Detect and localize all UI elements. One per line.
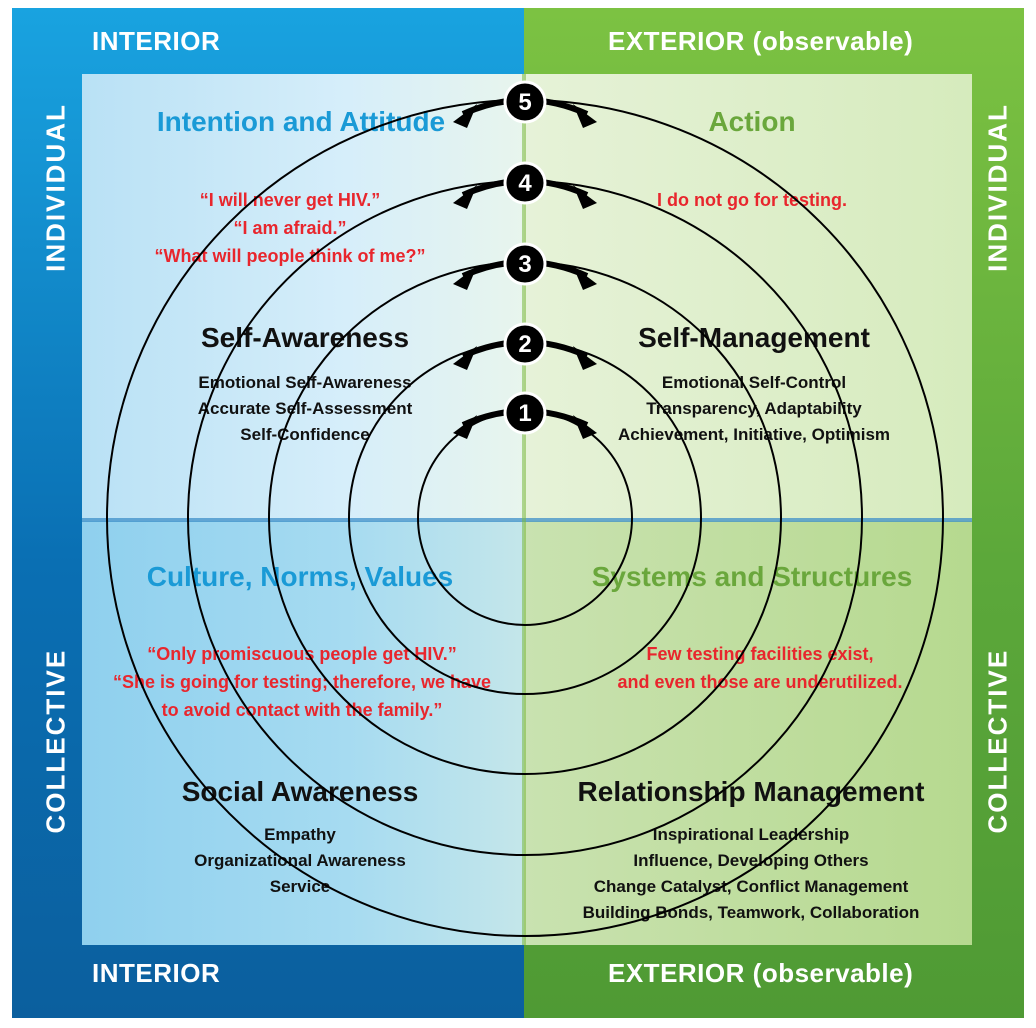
competency-item: Inspirational Leadership [652, 825, 850, 844]
quadrant-individual-exterior [524, 74, 972, 521]
competency-list-self-awareness: Emotional Self-Awareness Accurate Self-A… [150, 370, 460, 448]
competency-item: Emotional Self-Control [661, 373, 847, 392]
competency-item: Influence, Developing Others [633, 851, 869, 870]
competency-item: Emotional Self-Awareness [198, 373, 412, 392]
quote-line: Few testing facilities exist, [646, 644, 874, 664]
header-bottom-interior: INTERIOR [92, 958, 221, 988]
quote-list-action: I do not go for testing. [602, 186, 902, 214]
quote-line: “Only promiscuous people get HIV.” [147, 644, 457, 664]
quadrant-collective-interior [82, 521, 524, 945]
competency-item: Building Bonds, Teamwork, Collaboration [582, 903, 920, 922]
ring-number-3: 3 [518, 251, 531, 278]
competency-item: Transparency, Adaptability [646, 399, 862, 418]
quote-line: to avoid contact with the family.” [161, 700, 443, 720]
quadrant-title-action: Action [708, 106, 796, 137]
ring-5 [106, 99, 944, 937]
competency-item: Service [269, 877, 331, 896]
header-top-exterior: EXTERIOR (observable) [608, 26, 913, 57]
quadrant-title-intention: Intention and Attitude [156, 106, 446, 137]
competency-item: Achievement, Initiative, Optimism [617, 425, 891, 444]
header-top-exterior-label: EXTERIOR [608, 26, 745, 56]
ring-number-4: 4 [518, 170, 532, 197]
ring-number-1: 1 [518, 400, 531, 427]
ring-arrow-1: 1 [453, 391, 597, 439]
header-bottom-exterior-sub: (observable) [752, 958, 914, 988]
competency-item: Empathy [264, 825, 336, 844]
quadrant-individual-interior [82, 74, 524, 521]
ring-1 [417, 410, 633, 626]
vertical-divider [522, 74, 526, 945]
quote-list-systems: Few testing facilities exist, and even t… [590, 640, 930, 696]
quote-line: and even those are underutilized. [617, 672, 903, 692]
competency-list-relationship-management: Inspirational Leadership Influence, Deve… [546, 822, 956, 926]
competency-title-social-awareness: Social Awareness [181, 776, 419, 807]
competency-title-self-management: Self-Management [638, 322, 870, 353]
competency-item: Accurate Self-Assessment [197, 399, 413, 418]
competency-title-relationship-management: Relationship Management [577, 776, 925, 807]
ring-arrow-5: 5 [453, 80, 597, 128]
ring-arrow-3: 3 [453, 242, 597, 290]
quote-list-intention: “I will never get HIV.” “I am afraid.” “… [120, 186, 460, 270]
quote-list-culture: “Only promiscuous people get HIV.” “She … [92, 640, 512, 724]
horizontal-divider [82, 518, 972, 522]
quadrant-title-culture: Culture, Norms, Values [146, 561, 454, 592]
competency-item: Change Catalyst, Conflict Management [593, 877, 909, 896]
quote-line: “She is going for testing; therefore, we… [112, 672, 492, 692]
quadrant-collective-exterior [524, 521, 972, 945]
header-top-interior: INTERIOR [92, 26, 221, 56]
quote-line: “I am afraid.” [233, 218, 347, 238]
header-bottom-exterior: EXTERIOR (observable) [608, 958, 913, 989]
ring-arrow-2: 2 [453, 322, 597, 370]
header-bottom-exterior-label: EXTERIOR [608, 958, 745, 988]
competency-item: Self-Confidence [240, 425, 370, 444]
quote-line: I do not go for testing. [657, 190, 847, 210]
competency-list-self-management: Emotional Self-Control Transparency, Ada… [588, 370, 920, 448]
ring-arrow-4: 4 [453, 161, 597, 209]
competency-item: Organizational Awareness [194, 851, 406, 870]
quote-line: “What will people think of me?” [154, 246, 426, 266]
competency-title-self-awareness: Self-Awareness [200, 322, 410, 353]
ring-number-5: 5 [518, 89, 531, 116]
ring-number-2: 2 [518, 331, 531, 358]
competency-list-social-awareness: Empathy Organizational Awareness Service [140, 822, 460, 900]
header-top-exterior-sub: (observable) [752, 26, 914, 56]
quote-line: “I will never get HIV.” [199, 190, 381, 210]
